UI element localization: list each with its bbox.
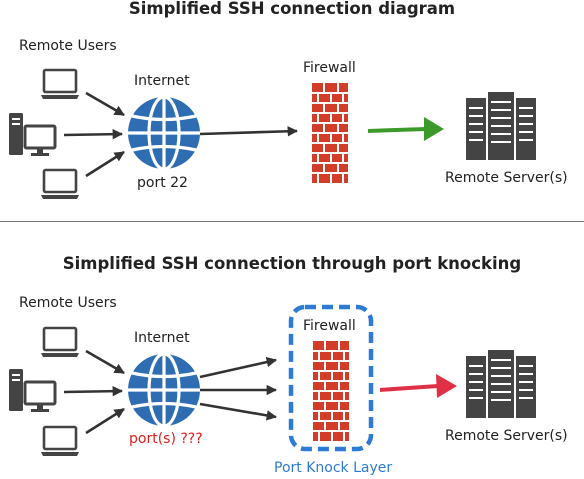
internet-label-2: Internet: [134, 330, 190, 346]
port-knock-layer-label: Port Knock Layer: [274, 460, 393, 476]
remote-users-label-2: Remote Users: [19, 295, 117, 311]
desktop-icon: [7, 111, 57, 158]
remote-server-label-2: Remote Server(s): [445, 428, 568, 444]
globe-icon: [126, 352, 202, 428]
laptop-icon: [39, 68, 81, 101]
remote-server-label: Remote Server(s): [445, 170, 568, 186]
firewall-to-server-arrow: [367, 117, 444, 141]
firewall-label-2: Firewall: [303, 318, 356, 334]
firewall-label: Firewall: [303, 60, 356, 76]
port-knock-layer-box: [288, 304, 374, 452]
server-icon: [465, 349, 537, 419]
section-divider: [0, 221, 584, 222]
user-to-internet-arrows: [63, 91, 125, 178]
firewall-icon: [311, 82, 349, 184]
internet-label: Internet: [134, 73, 190, 89]
globe-icon: [126, 95, 202, 171]
remote-users-label: Remote Users: [19, 38, 117, 54]
server-icon: [465, 91, 537, 161]
diagram-1-title: Simplified SSH connection diagram: [128, 0, 456, 18]
port-unknown-label: port(s) ???: [129, 431, 203, 447]
user-to-internet-arrows-2: [63, 349, 125, 435]
diagram-2-title: Simplified SSH connection through port k…: [62, 254, 522, 273]
laptop-icon: [39, 168, 81, 201]
internet-to-knock-layer-arrows: [199, 356, 278, 421]
firewall-icon: [312, 340, 350, 442]
laptop-icon: [39, 425, 81, 458]
port-label: port 22: [137, 175, 188, 191]
desktop-icon: [7, 367, 57, 414]
firewall-to-server-arrow-2: [379, 374, 457, 398]
laptop-icon: [39, 326, 81, 359]
internet-to-firewall-arrow: [199, 126, 299, 137]
